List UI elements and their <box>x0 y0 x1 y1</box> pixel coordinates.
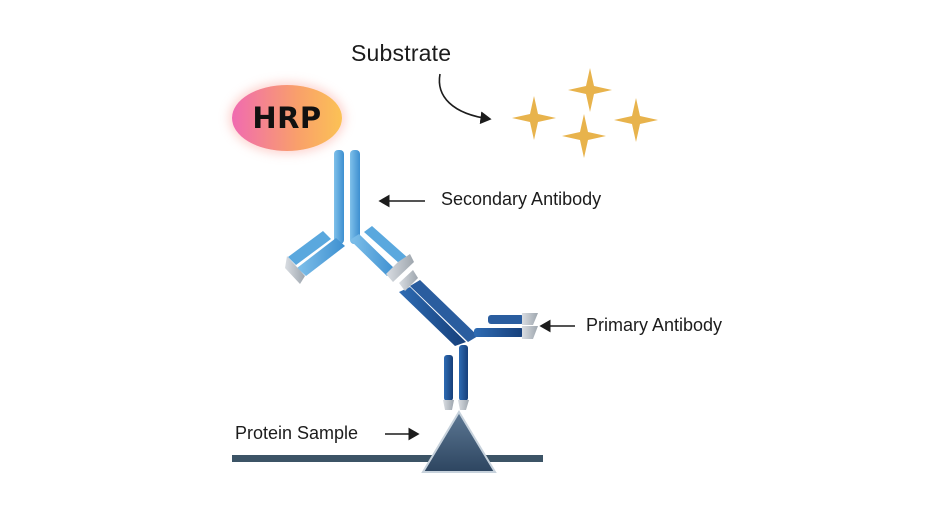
protein-sample-triangle <box>421 410 497 473</box>
secondary-antibody <box>285 150 414 284</box>
primary-antibody-label: Primary Antibody <box>586 315 723 335</box>
hrp-enzyme: HRP <box>232 85 342 151</box>
star-icon <box>568 68 612 112</box>
protein-sample-label: Protein Sample <box>235 423 359 443</box>
substrate-stars <box>512 68 658 158</box>
hrp-label: HRP <box>252 101 322 135</box>
secondary-antibody-label: Secondary Antibody <box>441 189 602 209</box>
star-icon <box>614 98 658 142</box>
star-icon <box>562 114 606 158</box>
star-icon <box>512 96 556 140</box>
primary-antibody <box>399 270 538 410</box>
substrate-label: Substrate <box>351 40 452 66</box>
membrane-line <box>232 455 543 462</box>
substrate-arrow <box>438 73 492 125</box>
